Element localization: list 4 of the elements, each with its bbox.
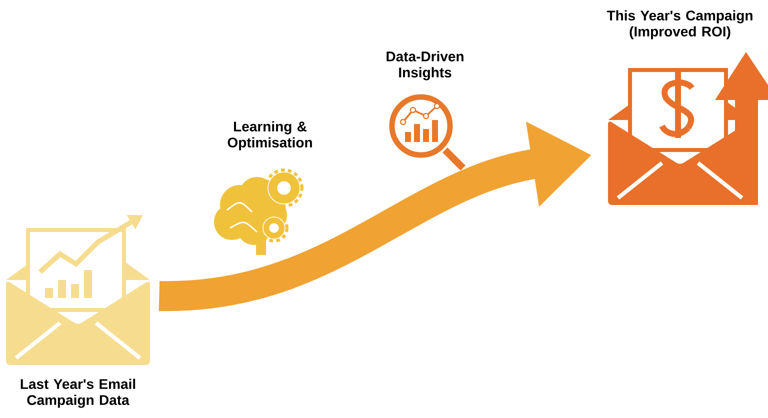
node-label: Last Year's Email Campaign Data: [20, 378, 136, 408]
node-label: This Year's Campaign (Improved ROI): [606, 10, 752, 40]
node-label: Data-Driven Insights: [386, 51, 464, 80]
node-label: Learning & Optimisation: [228, 121, 312, 150]
